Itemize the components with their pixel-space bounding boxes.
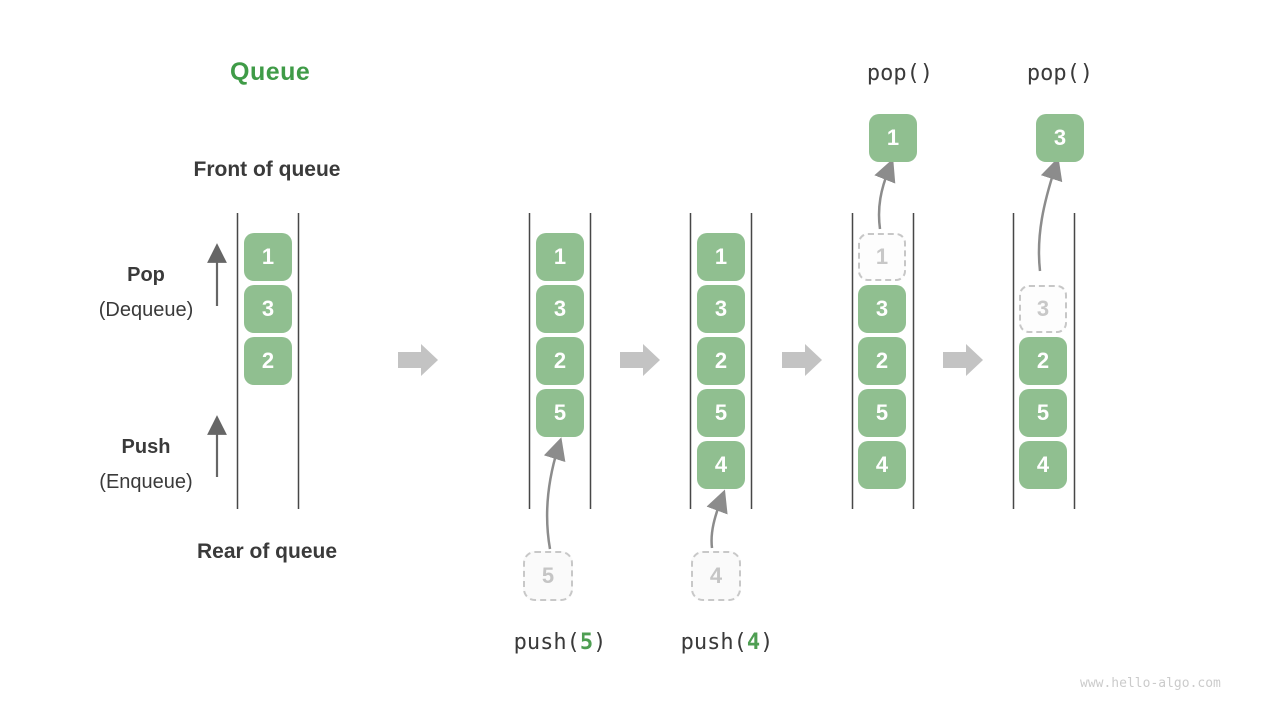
push-4-op-label: push(4): [667, 630, 787, 655]
popped-cell: 3: [1036, 114, 1084, 162]
op-end: ): [593, 630, 607, 655]
enqueue-label: (Enqueue): [99, 471, 193, 493]
queue-cell: 4: [697, 441, 745, 489]
stage-transition-arrow: [620, 344, 660, 376]
pop-op-label: pop(): [1026, 61, 1094, 86]
watermark: www.hello-algo.com: [1080, 676, 1221, 691]
queue-cell: 5: [1019, 389, 1067, 437]
queue-cell: 2: [858, 337, 906, 385]
pop-label-block: Pop (Dequeue): [61, 258, 231, 328]
front-of-queue-label: Front of queue: [193, 158, 341, 181]
op-end: ): [760, 630, 774, 655]
queue-cell: 3: [536, 285, 584, 333]
op-fn: push(: [680, 630, 747, 655]
queue-cell: 2: [697, 337, 745, 385]
pop-label: Pop: [127, 264, 165, 286]
queue-cell: 2: [244, 337, 292, 385]
push-label: Push: [121, 436, 171, 458]
queue-cell: 5: [536, 389, 584, 437]
popped-cell: 1: [869, 114, 917, 162]
stage-transition-arrow: [782, 344, 822, 376]
queue-cell: 3: [858, 285, 906, 333]
queue-cell: 5: [858, 389, 906, 437]
queue-cell: 5: [697, 389, 745, 437]
queue-cell: 2: [536, 337, 584, 385]
pop-1-arrow: [874, 158, 896, 230]
op-fn: push(: [513, 630, 580, 655]
stage-transition-arrow: [398, 344, 438, 376]
push-label-block: Push (Enqueue): [61, 430, 231, 500]
op-arg: 5: [579, 630, 594, 655]
queue-cell: 2: [1019, 337, 1067, 385]
stage-transition-arrow: [943, 344, 983, 376]
push-5-arrow: [543, 437, 566, 550]
incoming-ghost-cell: 5: [523, 551, 573, 601]
pop-op-label: pop(): [866, 61, 934, 86]
popped-ghost-slot: 1: [858, 233, 906, 281]
queue-cell: 1: [697, 233, 745, 281]
queue-cell: 4: [1019, 441, 1067, 489]
queue-cell: 1: [244, 233, 292, 281]
push-4-arrow: [706, 489, 728, 549]
queue-cell: 3: [244, 285, 292, 333]
popped-ghost-slot: 3: [1019, 285, 1067, 333]
rear-of-queue-label: Rear of queue: [196, 540, 338, 563]
queue-cell: 1: [536, 233, 584, 281]
push-5-op-label: push(5): [500, 630, 620, 655]
pop-3-arrow: [1037, 157, 1063, 272]
diagram-title: Queue: [230, 58, 311, 86]
queue-walls: [236, 213, 1076, 509]
dequeue-label: (Dequeue): [98, 299, 194, 321]
op-arg: 4: [746, 630, 761, 655]
queue-cell: 3: [697, 285, 745, 333]
incoming-ghost-cell: 4: [691, 551, 741, 601]
queue-cell: 4: [858, 441, 906, 489]
